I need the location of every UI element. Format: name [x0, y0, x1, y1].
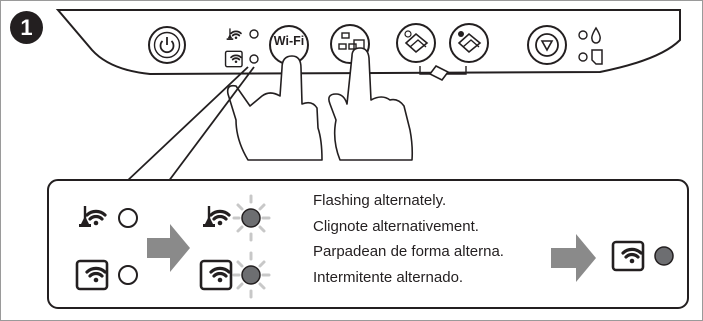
flash-rays-icon [232, 251, 271, 299]
wifi-status-light-off [118, 208, 138, 228]
copy-paper-icon [428, 64, 450, 82]
arrow-right-icon [147, 224, 190, 272]
wifi-direct-light-on [654, 246, 674, 266]
arrow-right-icon [551, 234, 596, 282]
paper-light [578, 52, 588, 62]
paper-icon [591, 49, 603, 65]
instruction-fr: Clignote alternativement. [313, 217, 479, 235]
instruction-pt: Intermitente alternado. [313, 268, 464, 286]
instruction-list: Flashing alternately. Clignote alternati… [313, 188, 504, 290]
panel-wifi-direct-light [249, 54, 259, 64]
panel-wifi-status-light [249, 29, 259, 39]
callout-wedge-right [167, 66, 255, 183]
instruction-es: Parpadean de forma alterna. [313, 243, 504, 260]
callout-wedge-left [125, 66, 249, 183]
copy-color-button [396, 23, 436, 63]
step-number-badge: 1 [10, 11, 43, 44]
flash-rays-icon [232, 194, 271, 242]
wifi-status-light-flashing [241, 208, 261, 228]
right-hand-icon [328, 47, 414, 161]
copy-bw-button [449, 23, 489, 63]
ink-drop-icon [591, 26, 601, 44]
stop-button [527, 25, 567, 65]
wifi-direct-light-flashing [241, 265, 261, 285]
ink-light [578, 30, 588, 40]
instruction-en: Flashing alternately. [313, 192, 447, 209]
wifi-direct-light-off [118, 265, 138, 285]
power-button [148, 26, 186, 64]
wifi-button-label: Wi-Fi [273, 34, 305, 48]
